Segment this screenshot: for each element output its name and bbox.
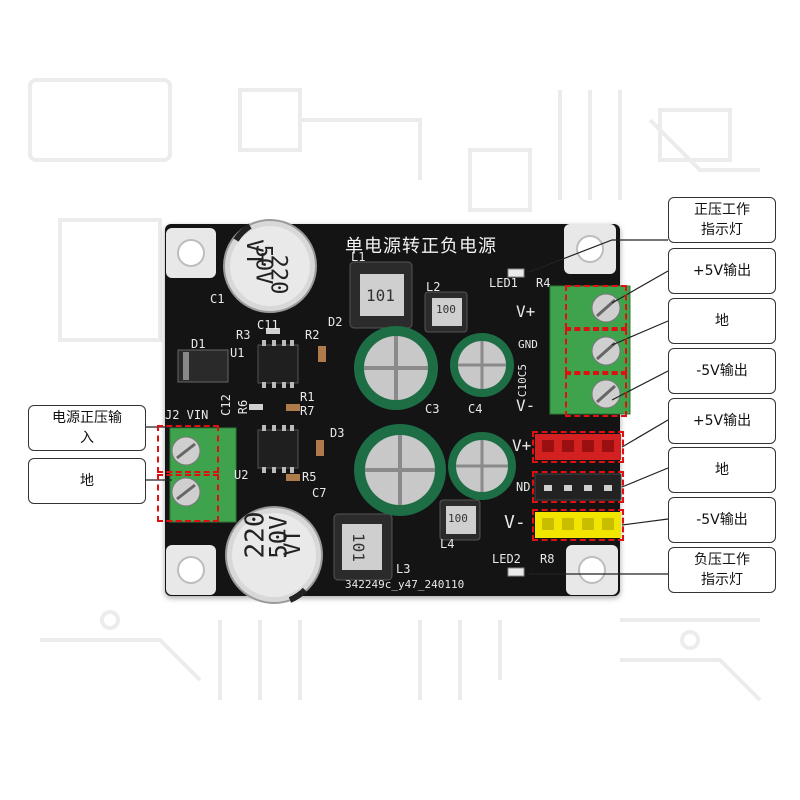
c1-value-low: 220 [265,254,291,295]
diode-d1 [177,349,229,383]
callout-gnd-terminal: 地 [668,298,776,344]
capacitor-bottom [225,506,323,604]
inductor-l4-marking: 100 [448,512,468,525]
label-c11: C11 [257,318,279,332]
label-c4: C4 [468,402,483,416]
cap-bottom-value-3: VT [280,529,306,556]
leader-lines [143,239,669,575]
pin-header-yellow [535,512,621,538]
callout-minus5-terminal: -5V输出 [668,348,776,394]
label-led2: LED2 [492,552,521,566]
inductor-l3-marking: 101 [348,533,368,562]
ic-u1 [257,340,299,388]
inductor-l2-marking: 100 [436,303,456,316]
pin-header-red [535,434,621,460]
highlight-header-plus5 [532,431,624,463]
board-serial: 342249c_y47_240110 [345,578,465,591]
label-r8: R8 [540,552,555,566]
inductor-l1 [349,261,413,329]
highlight-header-gnd [532,471,624,503]
label-c10c5: C10C5 [516,363,530,398]
board-title: 单电源转正负电源 [345,236,497,257]
label-l4: L4 [440,537,455,551]
terminal-input [169,427,237,523]
capacitor-c8 [354,424,446,516]
capacitor-c4 [450,333,514,397]
label-r2: R2 [305,328,320,342]
label-c1: C1 [210,292,225,306]
highlight-input-gnd [157,474,219,522]
callout-minus5-header: -5V输出 [668,497,776,543]
label-r4: R4 [536,276,551,290]
label-r5: R5 [302,470,317,484]
highlight-output-minus5 [565,373,627,417]
label-d1: D1 [191,337,206,351]
label-u2: U2 [234,468,249,482]
led1 [507,268,525,278]
label-r1: R1 [300,390,315,404]
label-l3: L3 [396,562,411,576]
label-r7: R7 [300,404,315,418]
capacitor-c9 [448,432,516,500]
led2 [507,567,525,577]
callout-negative-led: 负压工作 指示灯 [668,547,776,593]
label-vminus: V- [516,396,536,415]
label-l1: L1 [351,250,366,264]
label-u1: U1 [230,346,245,360]
highlight-input-vin [157,425,219,473]
callout-positive-led: 正压工作 指示灯 [668,197,776,243]
smd-parts [286,346,326,481]
label-d3: D3 [330,426,345,440]
highlight-header-minus5 [532,509,624,541]
callout-plus5-header: +5V输出 [668,398,776,444]
inductor-l4 [439,499,481,541]
label-c3: C3 [425,402,440,416]
label-d2: D2 [328,315,343,329]
capacitor-c1 [223,219,317,313]
label-l2: L2 [426,280,441,294]
label-c7: C7 [312,486,327,500]
callout-input: 电源正压输 入 [28,405,146,451]
label-led1: LED1 [489,276,518,290]
label-gnd-header: ND [516,480,531,494]
capacitor-c3 [354,326,438,410]
callout-gnd-input: 地 [28,458,146,504]
label-vplus-header: V+ [512,436,532,455]
callout-plus5-terminal: +5V输出 [668,248,776,294]
highlight-output-plus5 [565,285,627,329]
label-r3: R3 [236,328,251,342]
label-c12: C12 [218,394,233,416]
label-vminus-header: V- [504,512,526,533]
label-r6: R6 [236,399,251,415]
label-vin: J2 VIN [165,408,209,422]
inductor-l1-marking: 101 [366,286,395,305]
label-vplus: V+ [516,302,536,321]
inductor-l2 [424,291,468,333]
callout-gnd-header: 地 [668,447,776,493]
label-gnd: GND [518,338,538,351]
inductor-l3 [333,513,393,581]
pin-header-black [534,473,622,501]
mounting-holes [166,224,618,595]
highlight-output-gnd [565,329,627,373]
ic-u2 [257,425,299,473]
